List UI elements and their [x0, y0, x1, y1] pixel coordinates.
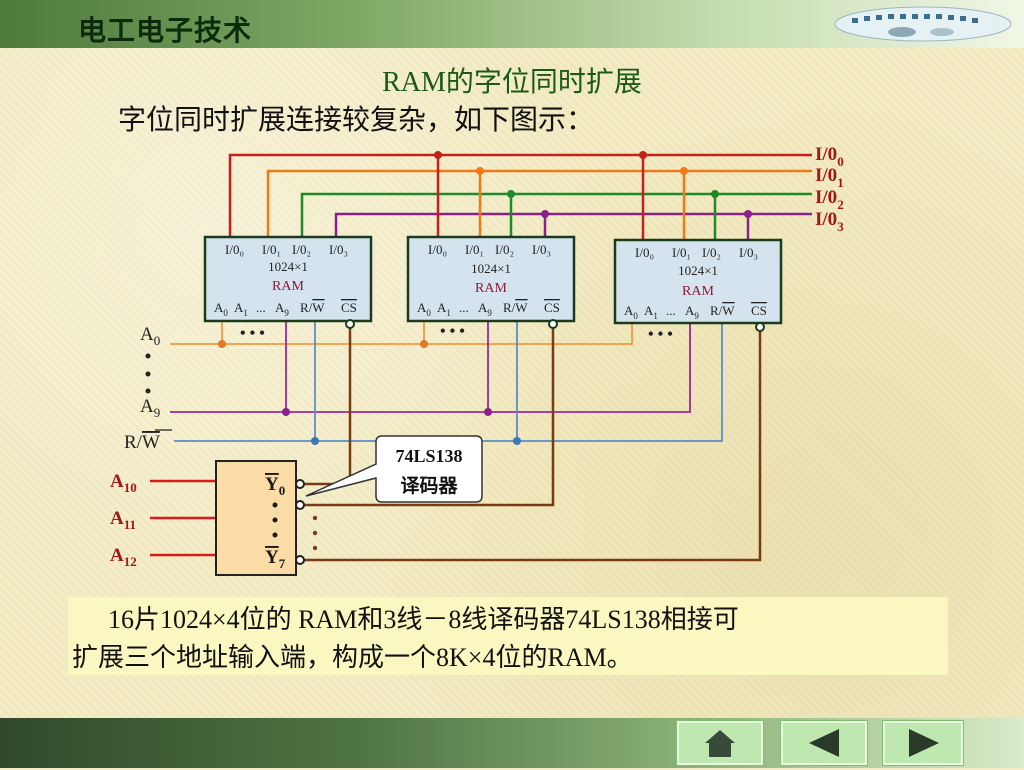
svg-text:CS: CS [544, 300, 560, 315]
chip-3-bottom-pins: A0 A1 ... A9 R/W CS [624, 303, 767, 321]
svg-text:I/0₂: I/0₂ [495, 242, 514, 257]
io-label-1: I/01 [815, 165, 844, 190]
svg-text:1024×1: 1024×1 [678, 263, 718, 278]
io-label-0: I/00 [815, 144, 844, 169]
vertical-ellipsis-dots [145, 353, 151, 394]
svg-text:I/0₂: I/0₂ [702, 245, 721, 260]
ram-chip-2: I/0₀ I/0₁ I/0₂ I/0₃ 1024×1 RAM [406, 235, 576, 323]
decoder-input-a12: A12 [110, 545, 137, 569]
slide-title: RAM的字位同时扩展 [382, 67, 642, 98]
next-arrow-icon [909, 729, 939, 757]
svg-text:A9: A9 [275, 300, 289, 318]
decoder-output-y7: Y7 [265, 547, 286, 571]
home-button[interactable] [676, 720, 764, 766]
home-icon [705, 730, 735, 757]
addr-junction-dots [218, 340, 521, 445]
svg-text:A9: A9 [478, 300, 492, 318]
label-a9: A9 [140, 396, 160, 420]
prev-button[interactable] [780, 720, 868, 766]
io-junction-dots [434, 151, 752, 218]
circuit-diagram: I/00 I/01 I/02 I/03 A0 A9 R/W [110, 144, 844, 576]
label-rw: R/W [124, 432, 160, 453]
io2-line [300, 192, 812, 237]
svg-text:R/W: R/W [710, 303, 735, 318]
svg-text:A1: A1 [437, 300, 451, 318]
svg-text:I/0₃: I/0₃ [532, 242, 551, 257]
svg-text:I/0₀: I/0₀ [225, 242, 244, 257]
svg-text:CS: CS [751, 303, 767, 318]
svg-text:I/0₁: I/0₁ [262, 242, 281, 257]
svg-text:CS: CS [341, 300, 357, 315]
svg-text:A0: A0 [214, 300, 228, 318]
svg-text:...: ... [666, 303, 676, 318]
svg-text:RAM: RAM [272, 279, 304, 294]
ram-chip-3: I/0₀ I/0₁ I/0₂ I/0₃ 1024×1 RAM [613, 238, 783, 325]
svg-text:I/0₃: I/0₃ [739, 245, 758, 260]
svg-text:1024×1: 1024×1 [268, 259, 308, 274]
chip-1-bottom-pins: A0 A1 ... A9 R/W CS [214, 300, 357, 318]
svg-text:I/0₀: I/0₀ [635, 245, 654, 260]
label-a0: A0 [140, 324, 160, 348]
svg-text:I/0₀: I/0₀ [428, 242, 447, 257]
svg-text:译码器: 译码器 [400, 475, 458, 497]
caption-line-2: 扩展三个地址输入端，构成一个8K×4位的RAM。 [72, 643, 633, 672]
svg-text:R/W: R/W [300, 300, 325, 315]
chip-2-ellipsis: • • • [440, 323, 465, 340]
cs-line-chip2 [304, 324, 555, 507]
prev-arrow-icon [809, 729, 839, 757]
io-label-2: I/02 [815, 187, 844, 212]
chip-3-ellipsis: • • • [648, 326, 673, 343]
cs-bubbles [345, 319, 765, 332]
svg-text:...: ... [256, 300, 266, 315]
svg-text:A0: A0 [624, 303, 638, 321]
svg-text:I/0₁: I/0₁ [672, 245, 691, 260]
header-logo-icon [834, 6, 1012, 42]
footer-bar [0, 718, 1024, 768]
svg-text:...: ... [459, 300, 469, 315]
ram-chip-1: I/0₀ I/0₁ I/0₂ I/0₃ 1024×1 RAM [203, 235, 373, 323]
chip-2-bottom-pins: A0 A1 ... A9 R/W CS [417, 300, 560, 318]
decoder-output-y0: Y0 [265, 474, 285, 498]
svg-text:A1: A1 [234, 300, 248, 318]
next-button[interactable] [882, 720, 964, 766]
svg-text:74LS138: 74LS138 [395, 446, 462, 466]
a0-line [170, 322, 633, 345]
decoder-74ls138: A10 A11 A12 Y0 Y7 [110, 460, 318, 576]
svg-text:RAM: RAM [682, 284, 714, 299]
caption-box: 16片1024×4位的 RAM和3线－8线译码器74LS138相接可 扩展三个地… [68, 597, 948, 675]
svg-text:A9: A9 [685, 303, 699, 321]
svg-text:1024×1: 1024×1 [471, 261, 511, 276]
io1-line [266, 169, 812, 237]
io0-line [228, 153, 812, 237]
svg-text:A1: A1 [644, 303, 658, 321]
io3-line [334, 212, 812, 237]
decoder-input-a10: A10 [110, 471, 137, 495]
svg-text:I/0₁: I/0₁ [465, 242, 484, 257]
svg-text:R/W: R/W [503, 300, 528, 315]
a9-line [170, 322, 691, 413]
cs-line-chip3 [304, 326, 762, 562]
io-bus-lines [228, 153, 812, 240]
decoder-callout: 74LS138 译码器 [305, 435, 483, 503]
slide-subtitle: 字位同时扩展连接较复杂，如下图示： [118, 105, 595, 136]
decoder-input-a11: A11 [110, 508, 136, 532]
svg-text:A0: A0 [417, 300, 431, 318]
brand-title: 电工电子技术 [78, 14, 253, 47]
chip-1-ellipsis: • • • [240, 325, 265, 342]
svg-text:I/0₂: I/0₂ [292, 242, 311, 257]
rw-line [174, 322, 723, 442]
cs-line-chip1 [304, 324, 352, 486]
io-label-3: I/03 [815, 209, 844, 234]
caption-line-1: 16片1024×4位的 RAM和3线－8线译码器74LS138相接可 [108, 605, 739, 634]
svg-text:I/0₃: I/0₃ [329, 242, 348, 257]
svg-text:RAM: RAM [475, 281, 507, 296]
